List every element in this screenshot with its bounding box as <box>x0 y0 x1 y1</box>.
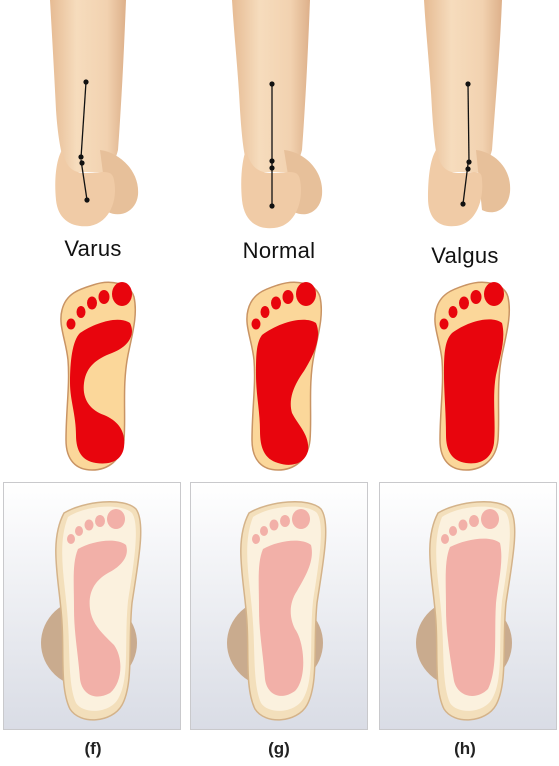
valgus-insole-render <box>380 483 557 730</box>
column-valgus: Valgus (h) <box>372 0 558 766</box>
normal-axis-point <box>269 81 274 86</box>
varus-toe-print <box>87 297 97 310</box>
varus-axis-point <box>84 197 89 202</box>
normal-insole-toe <box>260 526 268 536</box>
valgus-insole-toe <box>469 515 479 527</box>
varus-axis-point <box>79 160 84 165</box>
valgus-lower-leg <box>424 0 502 172</box>
sub-label-h: (h) <box>372 739 558 759</box>
normal-toe-print <box>261 306 270 318</box>
normal-toe-print <box>252 319 261 330</box>
valgus-insole-toe <box>449 526 457 536</box>
sub-label-f: (f) <box>0 739 186 759</box>
valgus-axis-point <box>466 159 471 164</box>
normal-toe-print <box>296 282 316 306</box>
varus-leg-illustration <box>0 0 186 235</box>
valgus-axis-point <box>460 201 465 206</box>
normal-toe-print <box>283 290 294 304</box>
posture-label-valgus: Valgus <box>372 243 558 269</box>
sub-label-g: (g) <box>186 739 372 759</box>
varus-insole-toe <box>67 534 75 544</box>
valgus-insole-toe <box>441 534 449 544</box>
normal-insole-toe <box>252 534 260 544</box>
varus-insole-toe <box>95 515 105 527</box>
normal-insole-toe <box>270 520 279 531</box>
valgus-leg-illustration <box>372 0 558 235</box>
valgus-insole-toe <box>481 509 499 529</box>
valgus-insole-panel <box>379 482 557 730</box>
valgus-footprint <box>372 275 558 475</box>
valgus-toe-print <box>471 290 482 304</box>
valgus-insole-toe <box>459 520 468 531</box>
valgus-toe-print <box>484 282 504 306</box>
valgus-toe-print <box>459 297 469 310</box>
normal-insole-toe <box>280 515 290 527</box>
normal-axis-point <box>269 203 274 208</box>
normal-footprint <box>186 275 372 475</box>
varus-toe-print <box>99 290 110 304</box>
varus-insole-toe <box>75 526 83 536</box>
column-varus: Varus (f) <box>0 0 186 766</box>
varus-axis-point <box>78 154 83 159</box>
normal-toe-print <box>271 297 281 310</box>
valgus-axis-point <box>465 81 470 86</box>
varus-toe-print <box>77 306 86 318</box>
valgus-axis-point <box>465 166 470 171</box>
varus-toe-print <box>112 282 132 306</box>
column-normal: Normal (g) <box>186 0 372 766</box>
posture-label-normal: Normal <box>186 238 372 264</box>
valgus-insole-pressure <box>446 539 502 696</box>
normal-insole-toe <box>292 509 310 529</box>
varus-insole-panel <box>3 482 181 730</box>
varus-insole-toe <box>85 520 94 531</box>
normal-axis-point <box>269 165 274 170</box>
valgus-toe-print <box>449 306 458 318</box>
varus-axis-point <box>83 79 88 84</box>
valgus-toe-print <box>440 319 449 330</box>
normal-insole-panel <box>190 482 368 730</box>
normal-leg-illustration <box>186 0 372 235</box>
varus-toe-print <box>67 319 76 330</box>
posture-label-varus: Varus <box>0 236 186 262</box>
normal-insole-render <box>191 483 368 730</box>
varus-footprint <box>0 275 186 475</box>
normal-axis-point <box>269 158 274 163</box>
varus-insole-toe <box>107 509 125 529</box>
varus-insole-render <box>4 483 181 730</box>
varus-lower-leg <box>50 0 126 172</box>
